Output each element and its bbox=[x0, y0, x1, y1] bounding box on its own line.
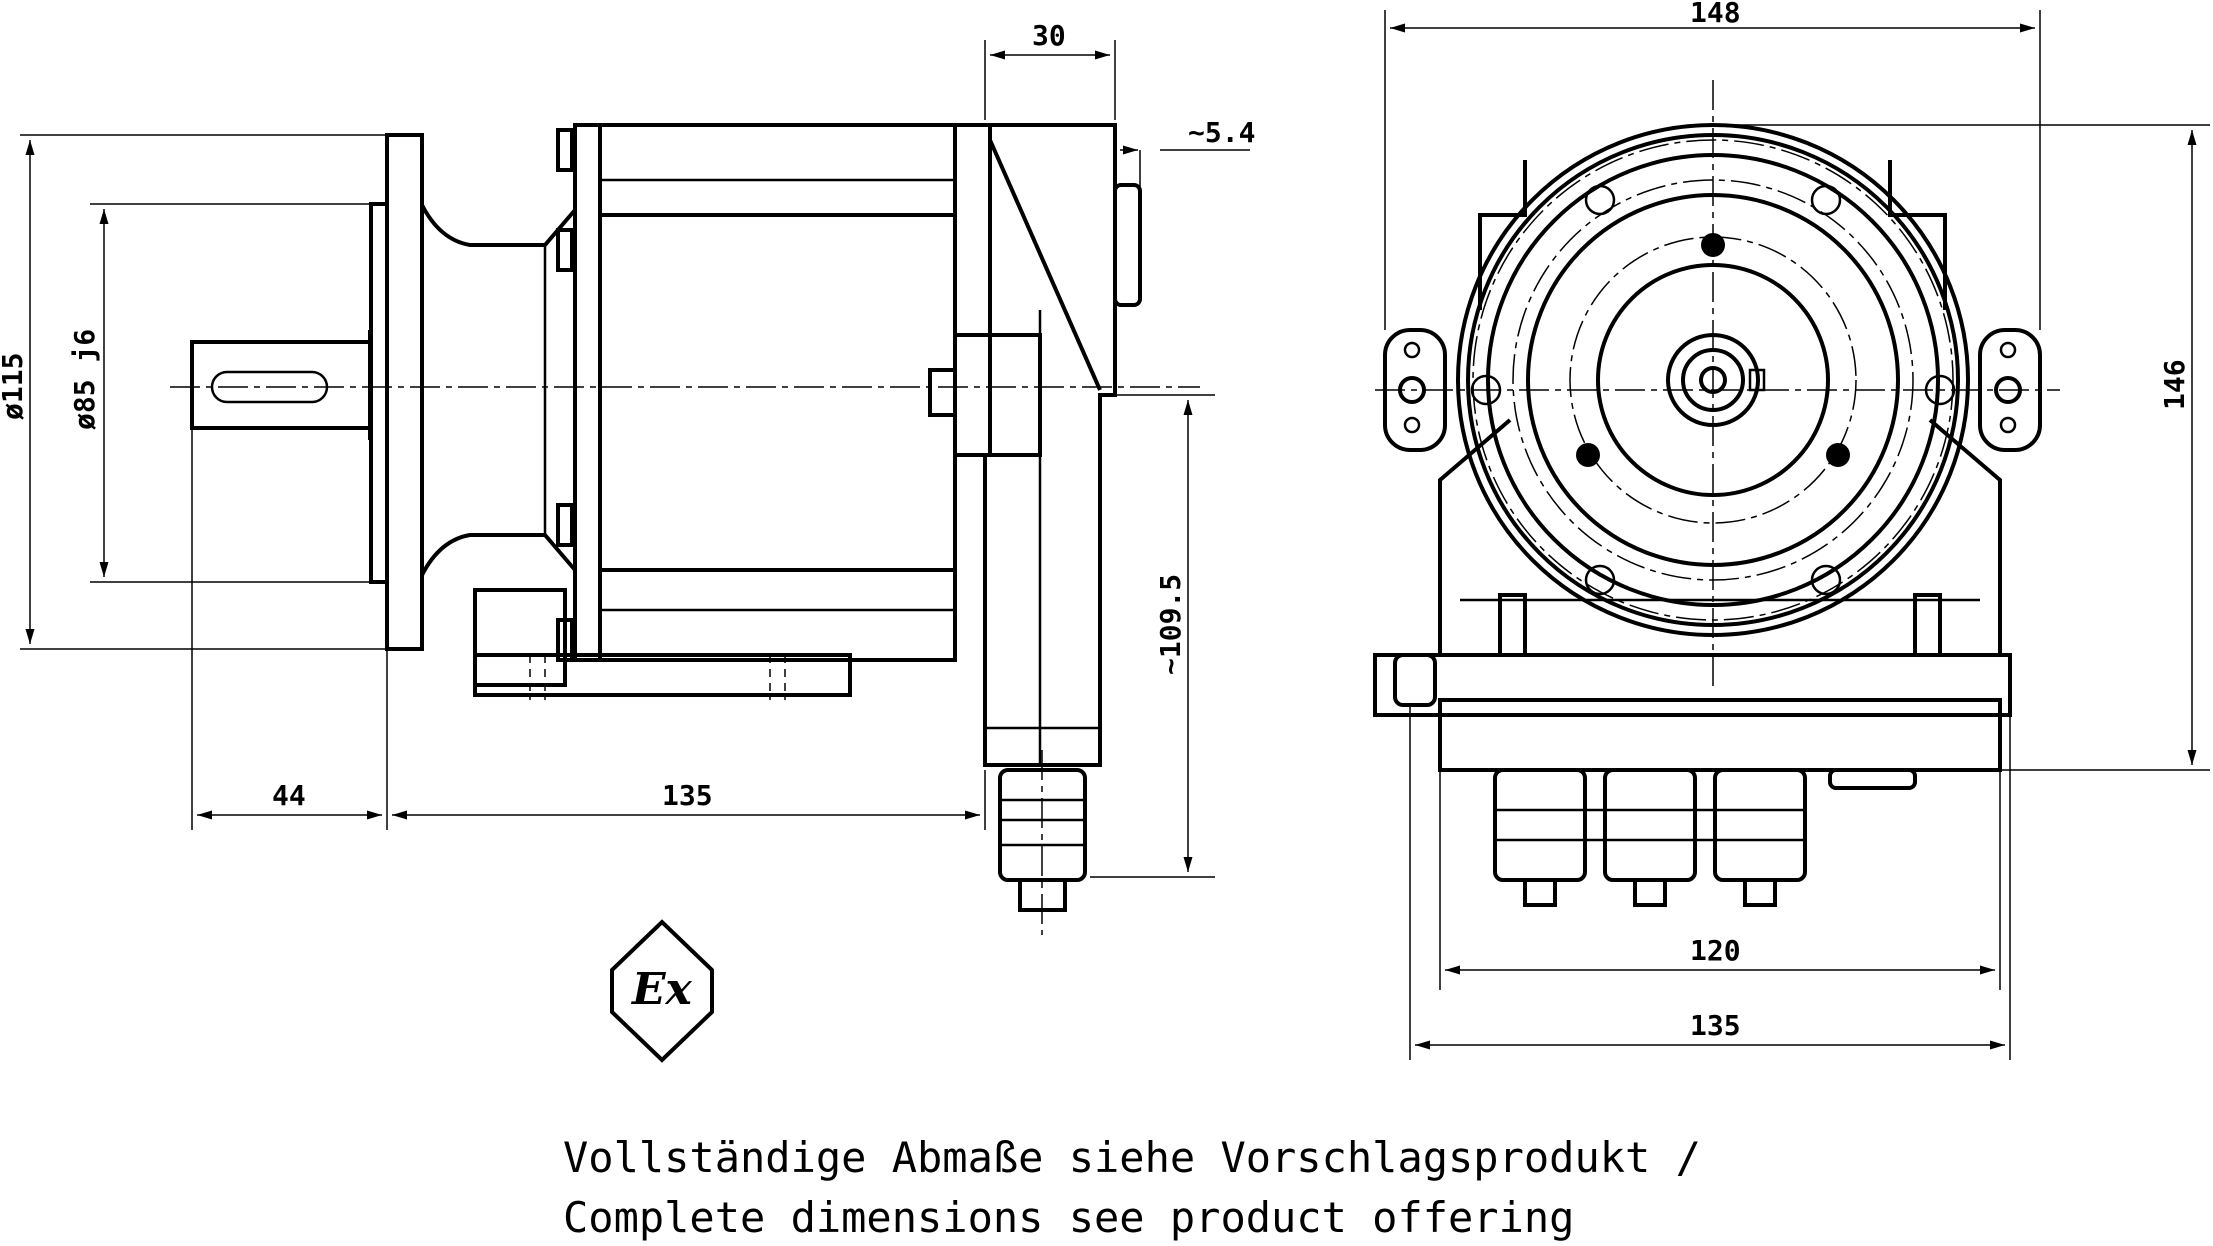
front-view bbox=[1373, 80, 2060, 907]
dim-shaft-len: 44 bbox=[272, 779, 306, 812]
dim-flange-dia: ø115 bbox=[0, 353, 29, 420]
ex-mark-label: Ex bbox=[630, 964, 693, 1015]
note-line-de: Vollständige Abmaße siehe Vorschlagsprod… bbox=[563, 1133, 1701, 1182]
dim-148: 148 bbox=[1690, 0, 1741, 29]
dim-body-len: 135 bbox=[662, 779, 713, 812]
mounting-foot bbox=[473, 588, 852, 700]
dim-offset: ~5.4 bbox=[1188, 116, 1255, 149]
side-view-dimensions: ø115 ø85 j6 30 ~5.4 ~109.5 44 135 bbox=[0, 19, 1255, 878]
side-view bbox=[170, 123, 1200, 935]
dim-height-109: ~109.5 bbox=[1154, 574, 1187, 675]
dim-135: 135 bbox=[1690, 1009, 1741, 1042]
cable-gland bbox=[998, 750, 1087, 935]
dim-30: 30 bbox=[1032, 19, 1066, 52]
encoder-box bbox=[928, 123, 1142, 767]
dim-146: 146 bbox=[2158, 359, 2191, 410]
front-view-dimensions: 148 146 120 135 bbox=[1384, 0, 2210, 1060]
dim-pilot-dia: ø85 j6 bbox=[68, 329, 101, 430]
motor-housing bbox=[573, 123, 957, 662]
gearbox-neck bbox=[420, 128, 577, 662]
shaft bbox=[190, 330, 372, 440]
dim-120: 120 bbox=[1690, 934, 1741, 967]
flange bbox=[369, 133, 424, 651]
note-line-en: Complete dimensions see product offering bbox=[563, 1193, 1574, 1242]
ex-hexagon-icon: Ex bbox=[610, 919, 714, 1063]
